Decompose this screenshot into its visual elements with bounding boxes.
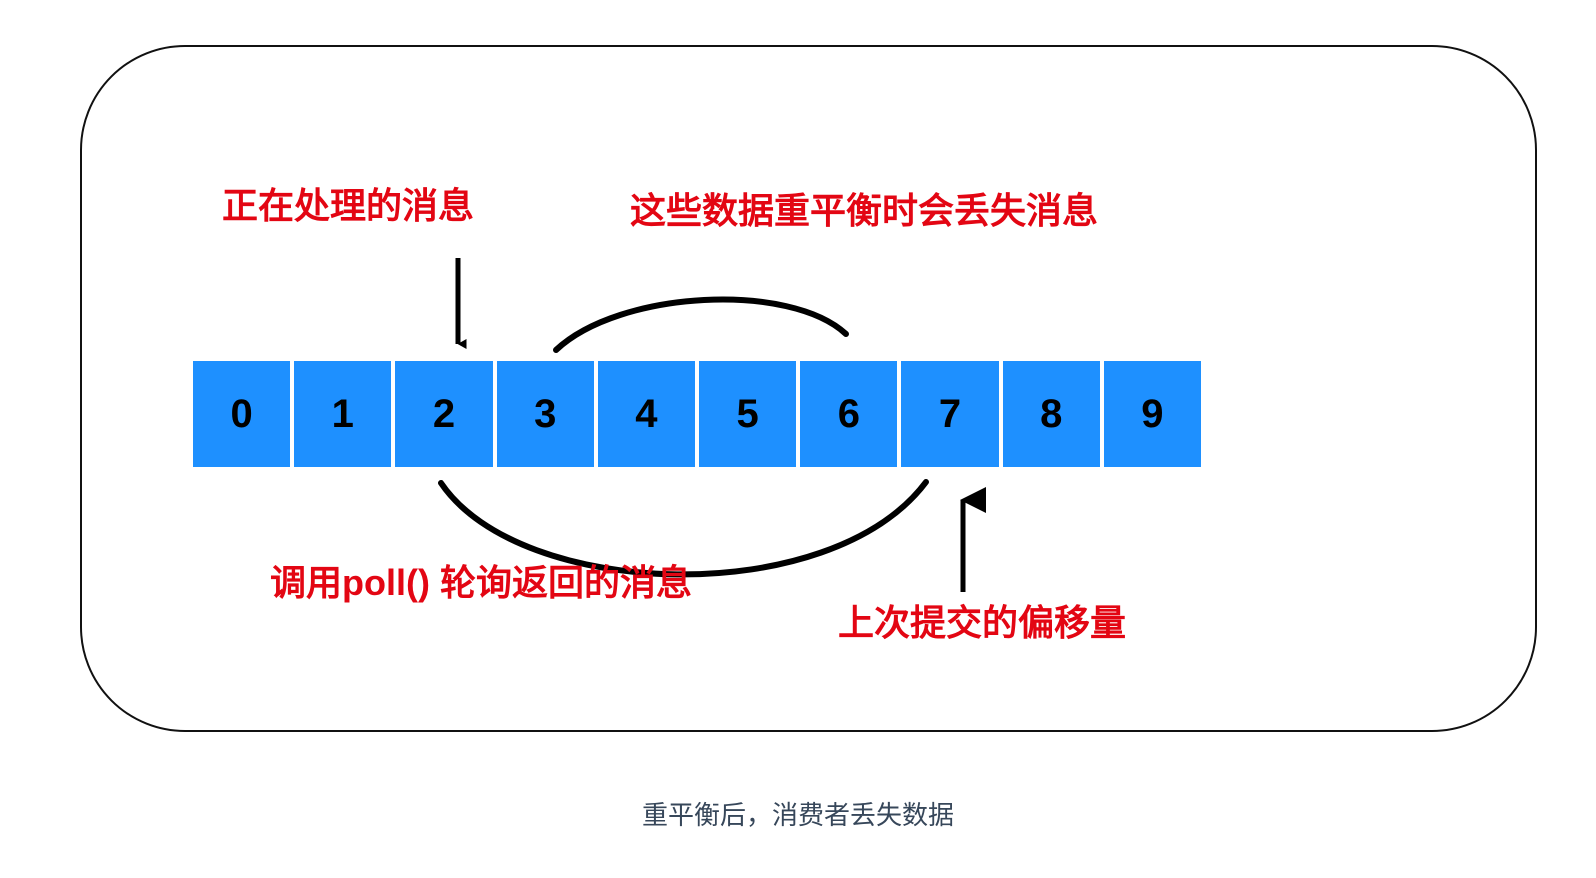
offset-cell: 0 — [193, 361, 291, 467]
annotation-processing-message: 正在处理的消息 — [222, 185, 475, 226]
offset-cell: 5 — [699, 361, 797, 467]
offset-cell: 2 — [395, 361, 493, 467]
figure-caption: 重平衡后，消费者丢失数据 — [641, 800, 954, 830]
offset-cell: 8 — [1002, 361, 1100, 467]
offset-cell: 4 — [597, 361, 696, 467]
offset-cell: 7 — [901, 361, 999, 467]
annotation-rebalance-data-loss: 这些数据重平衡时会丢失消息 — [630, 190, 1099, 231]
offset-cell: 3 — [496, 361, 594, 467]
annotation-poll-returned-messages: 调用poll() 轮询返回的消息 — [270, 562, 692, 603]
offset-cell-row: 0 1 2 3 4 5 6 7 8 9 — [193, 361, 1202, 467]
offset-cell: 9 — [1103, 361, 1202, 467]
offset-cell: 1 — [294, 361, 392, 467]
offset-cell: 6 — [800, 361, 898, 467]
annotation-last-committed-offset: 上次提交的偏移量 — [838, 602, 1127, 643]
